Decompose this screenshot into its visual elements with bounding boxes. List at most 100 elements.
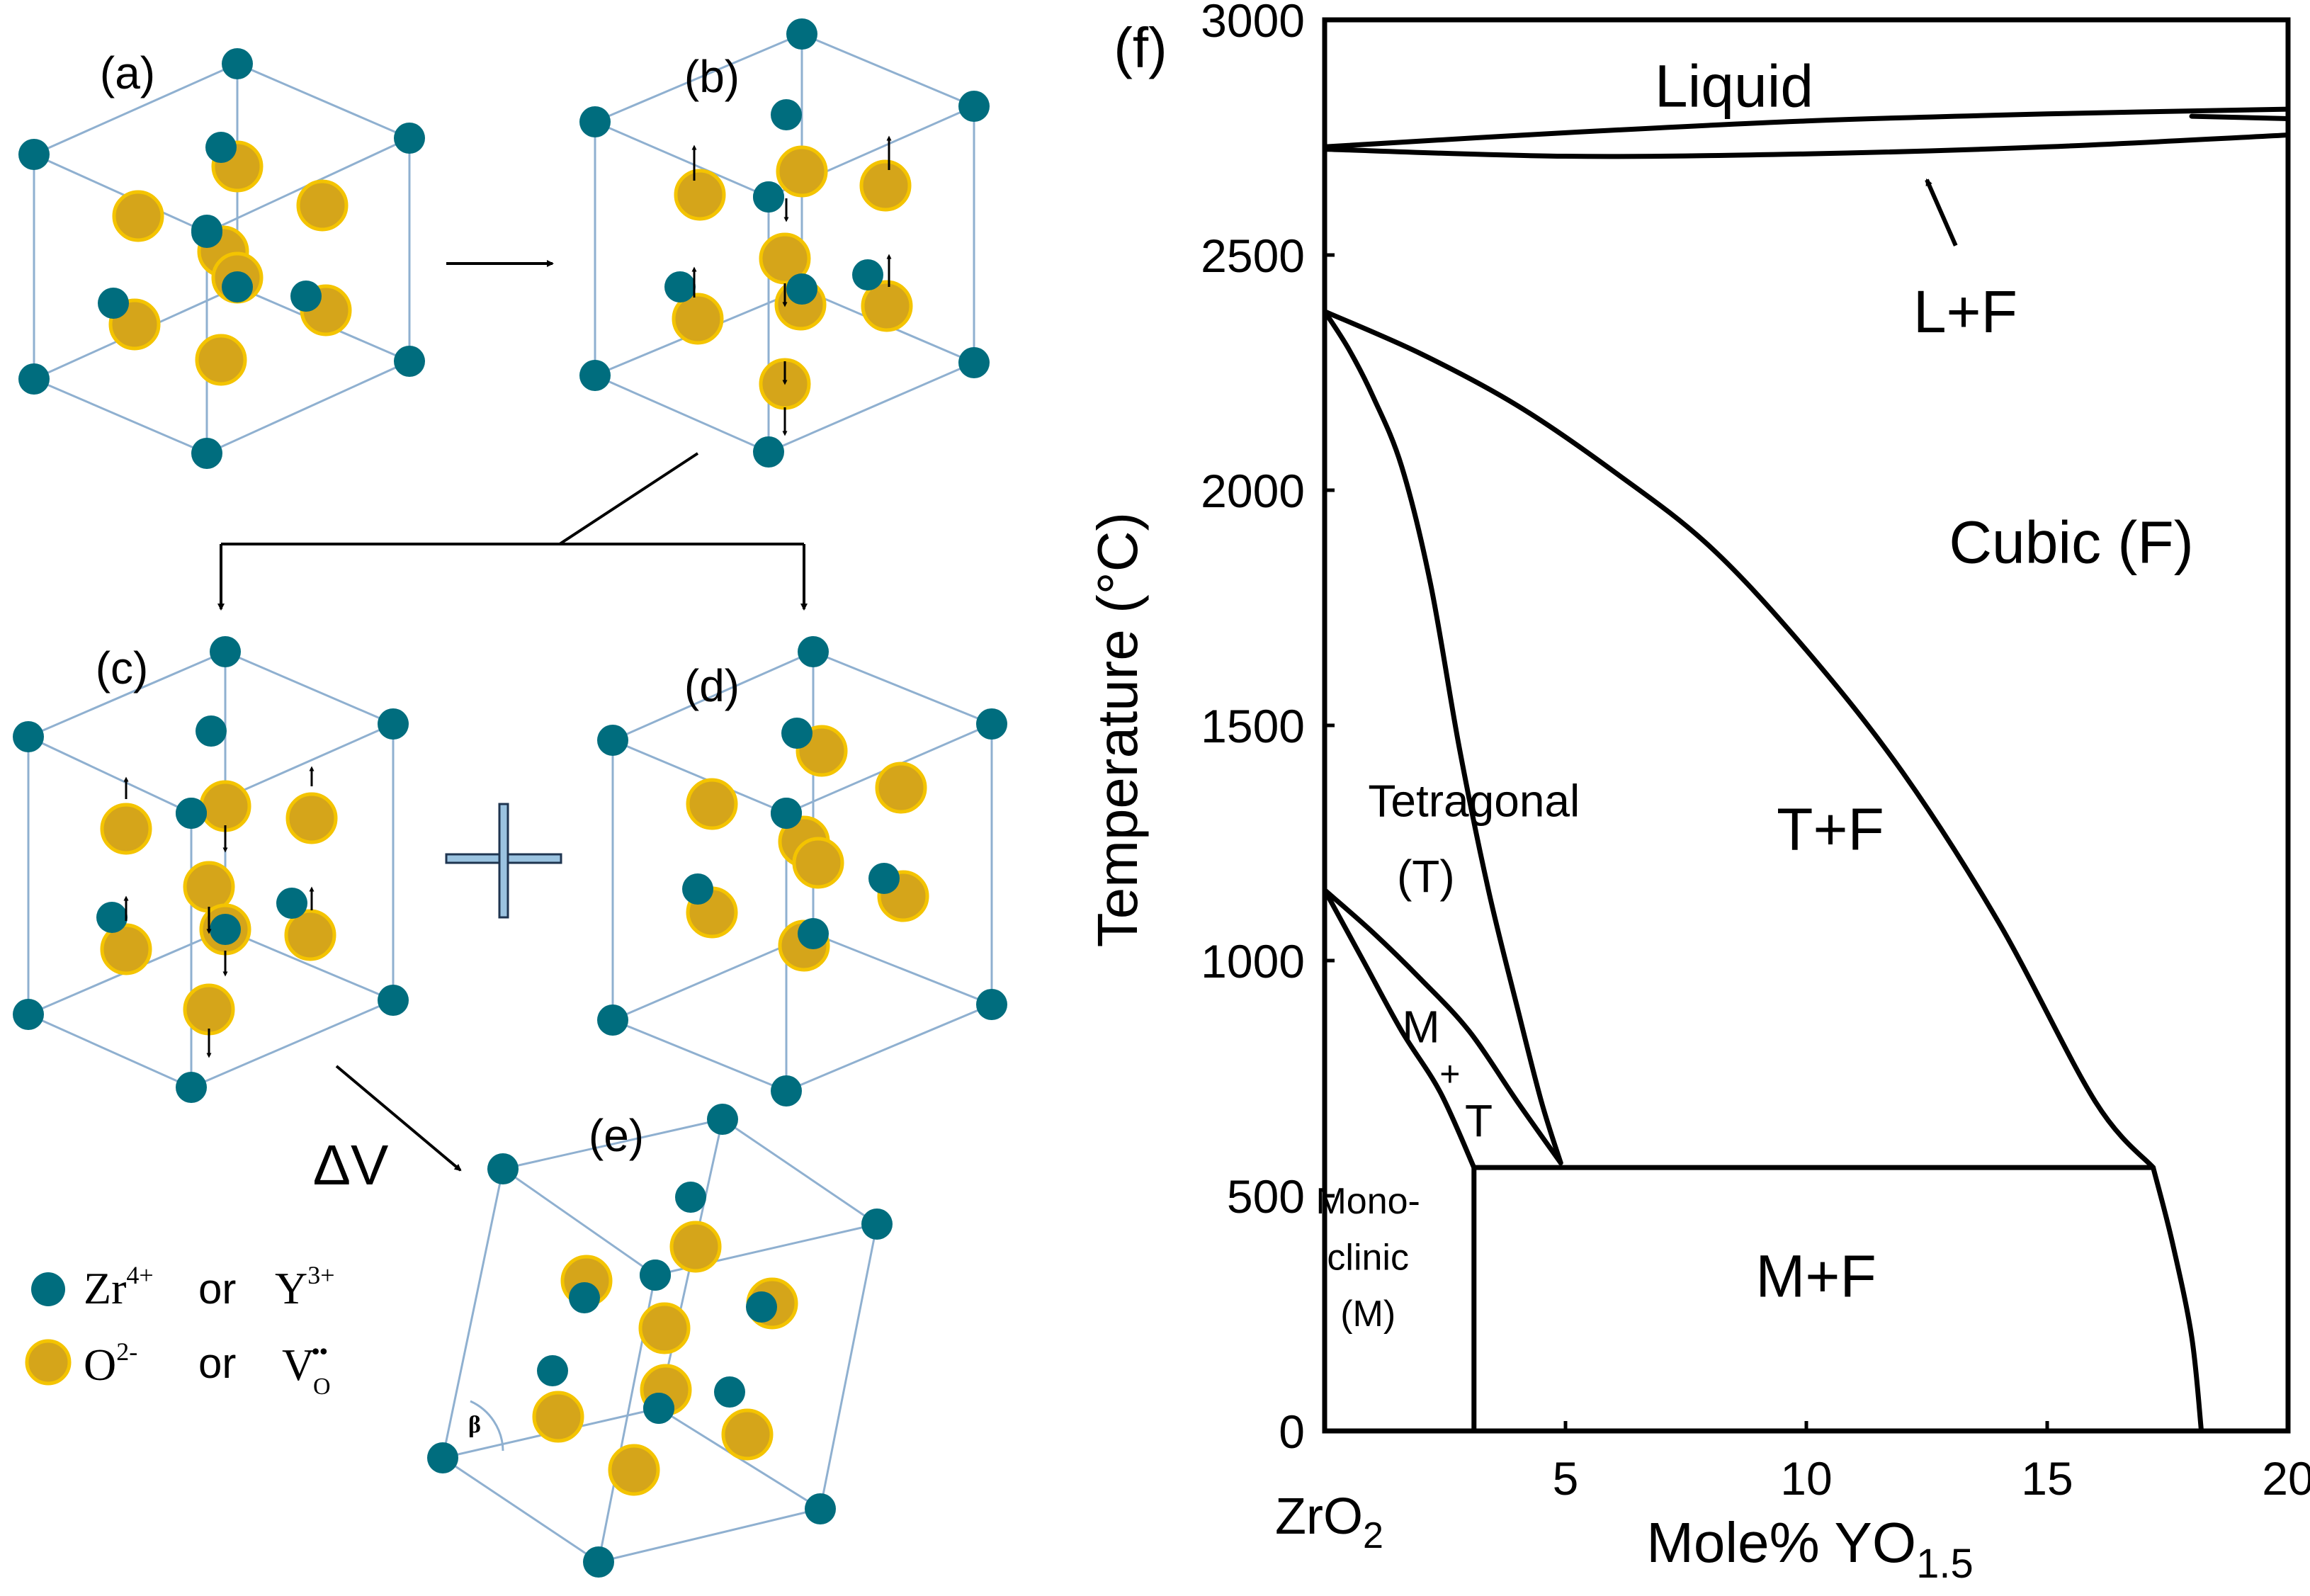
split-line [558, 452, 699, 545]
cell-edge [598, 1507, 821, 1563]
cell-edge [225, 928, 394, 1002]
corner-cation [191, 217, 222, 248]
oxygen-ion [296, 179, 349, 232]
cell-edge [768, 361, 975, 453]
cell-edge [594, 33, 803, 123]
oxygen-ion [721, 1408, 774, 1461]
corner-cation [958, 91, 990, 122]
cell-edge [442, 1456, 599, 1563]
cation-ion [868, 863, 900, 894]
boundary-tetragonal-boundary [1322, 309, 1563, 1166]
region-label: Liquid [1655, 52, 1813, 119]
oxygen-ion [686, 778, 738, 830]
region-label: clinic [1327, 1238, 1409, 1279]
corner-cation [378, 985, 409, 1016]
x-tick-label: 5 [1553, 1452, 1579, 1505]
cation-ion [714, 1376, 745, 1408]
boundary-mt-lower [1322, 887, 1477, 1170]
cell-edge [612, 1019, 787, 1092]
cell-b [579, 18, 990, 468]
cell-edge [612, 650, 814, 742]
plus-sign [445, 803, 562, 919]
x-axis-label: Mole% YO1.5 [1646, 1511, 1974, 1587]
corner-cation [798, 636, 829, 667]
cell-edge [28, 735, 192, 815]
oxygen-ion [100, 923, 152, 975]
cell-edge [801, 33, 975, 108]
x-origin-label: ZrO2 [1275, 1488, 1383, 1556]
corner-cation [798, 918, 829, 949]
legend-cation-or: or [198, 1265, 236, 1313]
boundary-liquidus-right [2189, 113, 2291, 121]
oxygen-ion [672, 293, 724, 345]
corner-cation [191, 438, 222, 469]
boundary-solidus [1322, 132, 2291, 159]
y-tick-label: 1500 [1201, 700, 1305, 752]
corner-cation [976, 989, 1007, 1020]
oxygen-ion [183, 983, 235, 1036]
region-label: (T) [1397, 851, 1455, 902]
oxygen-ion [674, 169, 726, 221]
corner-cation [579, 360, 611, 391]
region-label: T+F [1777, 796, 1884, 862]
crystal-panels [13, 18, 1007, 1578]
region-label: M [1402, 1001, 1439, 1052]
panel-label-d: (d) [684, 660, 740, 711]
cell-edge [612, 739, 787, 815]
cell-edge [502, 1167, 656, 1277]
corner-cation [378, 708, 409, 740]
cell-edge [237, 62, 410, 140]
corner-cation [487, 1153, 519, 1184]
phase-boundaries [1322, 106, 2291, 1434]
panel-label-f: (f) [1114, 16, 1167, 79]
region-label: Tetragonal [1368, 776, 1580, 827]
lf-arrow [1925, 178, 1958, 247]
oxygen-ion [669, 1221, 722, 1273]
corner-cation [753, 436, 784, 468]
region-label: M+F [1755, 1243, 1876, 1309]
cell-edge [594, 374, 769, 453]
cation-ion [682, 873, 713, 905]
region-label: T [1465, 1095, 1493, 1146]
corner-cation [13, 999, 44, 1030]
oxygen-ion [875, 762, 927, 814]
region-label: Mono- [1315, 1181, 1420, 1222]
corner-cation [176, 798, 207, 829]
oxygen-ion [776, 145, 828, 198]
region-label: Cubic (F) [1949, 509, 2193, 575]
cell-edge [819, 1223, 878, 1510]
legend-anion-or: or [198, 1340, 236, 1387]
beta-label: β [468, 1412, 481, 1438]
cell-edge [33, 153, 208, 234]
y-tick-label: 500 [1227, 1170, 1305, 1223]
oxygen-ion [759, 232, 811, 285]
oxygen-ion [284, 909, 336, 961]
corner-cation [210, 636, 241, 667]
cell-edge [722, 1118, 878, 1226]
legend-anion-v: V [282, 1340, 315, 1390]
cell-d [597, 636, 1007, 1107]
oxygen-ion [608, 1444, 660, 1496]
boundary-cubic-boundary [1322, 309, 2156, 1170]
panel-label-a: (a) [100, 47, 155, 98]
corner-cation [771, 1075, 802, 1107]
oxygen-ion [638, 1302, 691, 1354]
cell-e [427, 1104, 893, 1578]
corner-cation [861, 1209, 893, 1240]
corner-cation [18, 139, 50, 170]
corner-cation [427, 1442, 458, 1473]
cell-edge [191, 999, 394, 1089]
cell-edge [813, 932, 992, 1006]
legend-anion-text: O2- [84, 1337, 137, 1390]
corner-cation [597, 1004, 628, 1036]
corner-cation [13, 721, 44, 752]
cell-edge [33, 62, 238, 156]
corner-cation [18, 363, 50, 395]
x-tick-label: 15 [2021, 1452, 2073, 1505]
cation-ion [98, 288, 129, 319]
corner-cation [597, 725, 628, 756]
panel-label-b: (b) [684, 51, 740, 102]
cation-ion [537, 1355, 568, 1386]
